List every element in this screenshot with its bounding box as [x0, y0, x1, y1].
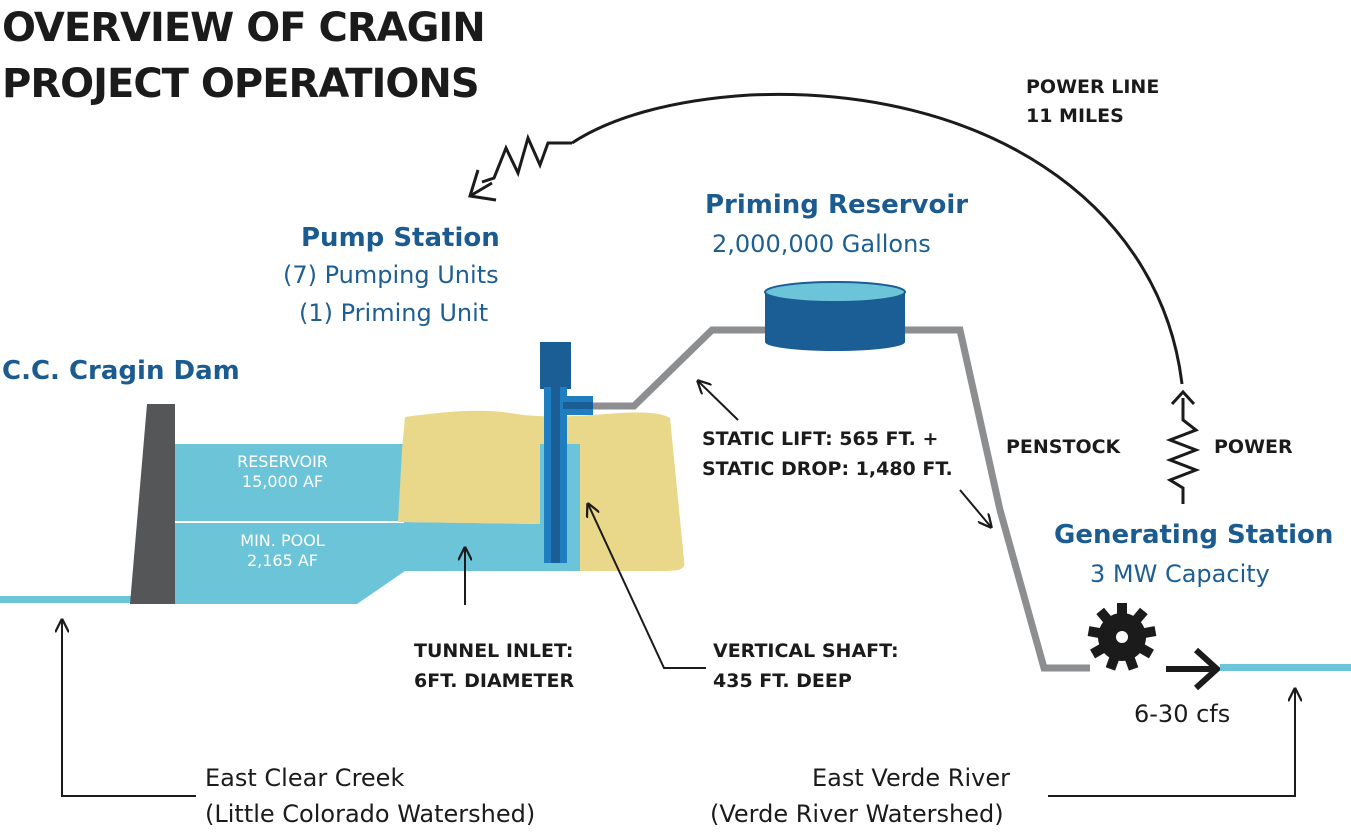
pump-station-shaft-core: [551, 387, 560, 563]
land-hill: [398, 410, 685, 571]
turbine-icon: [1087, 603, 1157, 671]
pump-station-housing: [540, 342, 571, 389]
page-title-line1: OVERVIEW OF CRAGIN: [2, 5, 486, 51]
generating-station-title: Generating Station: [1054, 520, 1334, 550]
pump-station-outlet-core: [563, 402, 593, 409]
reservoir-water: [170, 444, 580, 604]
min-pool-label: MIN. POOL 2,165 AF: [200, 531, 365, 571]
lift-pipe: [592, 326, 1090, 672]
static-drop-arrow: [959, 489, 991, 527]
river-water-right: [1220, 664, 1351, 671]
flow-rate-label: 6-30 cfs: [1134, 700, 1231, 728]
pump-station-priming: (1) Priming Unit: [299, 299, 489, 327]
priming-reservoir-bottom: [765, 333, 905, 351]
power-line-arrow-top-shaft: [469, 181, 493, 198]
power-zigzag-vertical: [1165, 398, 1201, 504]
static-drop-label: STATIC DROP: 1,480 FT.: [702, 458, 953, 480]
vertical-shaft-label-line2: 435 FT. DEEP: [713, 670, 852, 692]
penstock-label: PENSTOCK: [1006, 436, 1121, 458]
dam-title: C.C. Cragin Dam: [2, 356, 240, 386]
dam-wall: [130, 404, 175, 604]
power-line-arrow-top: [468, 169, 497, 202]
pump-station-title: Pump Station: [301, 223, 500, 253]
reservoir-label-line2: 15,000 AF: [241, 472, 324, 491]
tunnel-inlet-label-line2: 6FT. DIAMETER: [414, 670, 575, 692]
power-line-label-line1: POWER LINE: [1026, 76, 1160, 98]
power-line-zigzag-top: [481, 133, 572, 184]
outflow-arrow-head: [1193, 647, 1222, 691]
power-line-label-line2: 11 MILES: [1026, 105, 1124, 127]
east-verde-river-label-line2: (Verde River Watershed): [710, 800, 1004, 828]
static-lift-arrow: [698, 381, 739, 421]
creek-water-left: [0, 596, 132, 603]
min-pool-label-line1: MIN. POOL: [240, 531, 325, 550]
power-line-arc: [571, 92, 1184, 385]
priming-reservoir-title: Priming Reservoir: [705, 190, 969, 220]
east-clear-creek-arrow: [62, 620, 196, 797]
static-lift-label: STATIC LIFT: 565 FT. +: [702, 428, 939, 450]
east-verde-river-arrow: [1048, 689, 1295, 797]
east-clear-creek-label-line1: East Clear Creek: [205, 764, 405, 792]
priming-reservoir-capacity: 2,000,000 Gallons: [712, 230, 931, 258]
east-clear-creek-label-line2: (Little Colorado Watershed): [205, 800, 536, 828]
pump-station-units: (7) Pumping Units: [283, 261, 499, 289]
vertical-shaft-arrow: [588, 504, 706, 669]
power-label: POWER: [1214, 436, 1293, 458]
power-arrow-up: [1170, 389, 1196, 406]
tunnel-inlet-label-line1: TUNNEL INLET:: [414, 640, 574, 662]
generating-station-capacity: 3 MW Capacity: [1090, 560, 1270, 588]
east-verde-river-label-line1: East Verde River: [812, 764, 1010, 792]
page-title-line2: PROJECT OPERATIONS: [2, 61, 480, 107]
reservoir-label: RESERVOIR 15,000 AF: [200, 452, 365, 492]
vertical-shaft-label-line1: VERTICAL SHAFT:: [713, 640, 899, 662]
reservoir-label-line1: RESERVOIR: [237, 452, 328, 471]
min-pool-label-line2: 2,165 AF: [246, 551, 319, 570]
priming-reservoir-top: [764, 281, 906, 303]
